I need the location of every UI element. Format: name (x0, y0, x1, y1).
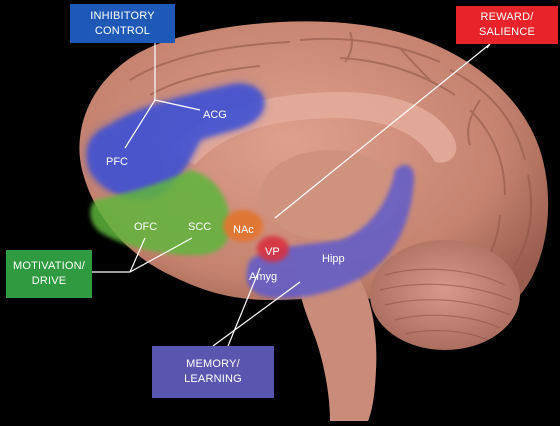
reward-salience-box: REWARD/ SALIENCE (456, 6, 558, 44)
nac-label: NAc (233, 224, 254, 236)
inhibitory-label-line2: CONTROL (94, 24, 151, 37)
nac-region (223, 210, 263, 242)
gyri-texture (129, 31, 533, 276)
motivation-label-line1: MOTIVATION/ (12, 260, 86, 272)
amyg-label: Amyg (249, 271, 277, 283)
motivation-drive-box: MOTIVATION/ DRIVE (6, 250, 92, 298)
memory-region (246, 164, 415, 299)
reward-label-line2: SALIENCE (478, 26, 535, 38)
motivation-region (90, 170, 231, 256)
ofc-label: OFC (134, 221, 157, 233)
memory-learning-box: MEMORY/ LEARNING (152, 346, 274, 398)
region-labels: ACG PFC OFC SCC NAc VP Hipp Amyg (106, 109, 345, 283)
inhibitory-label-line1: INHIBITORY (90, 9, 155, 22)
pfc-label: PFC (106, 156, 128, 168)
reward-label-line1: REWARD/ (480, 11, 534, 23)
vp-region (257, 236, 289, 262)
scc-label: SCC (188, 221, 211, 233)
motivation-label-line2: DRIVE (31, 275, 67, 287)
inhibitory-control-box: INHIBITORY CONTROL (70, 4, 175, 43)
inhibitory-regions (86, 84, 265, 199)
leader-lines (92, 43, 491, 347)
hipp-label: Hipp (322, 253, 345, 265)
memory-label-line2: LEARNING (184, 373, 242, 385)
vp-label: VP (265, 246, 280, 258)
cerebellum (370, 240, 520, 350)
acg-label: ACG (203, 109, 227, 121)
memory-label-line1: MEMORY/ (186, 358, 240, 370)
thalamus (260, 150, 400, 240)
